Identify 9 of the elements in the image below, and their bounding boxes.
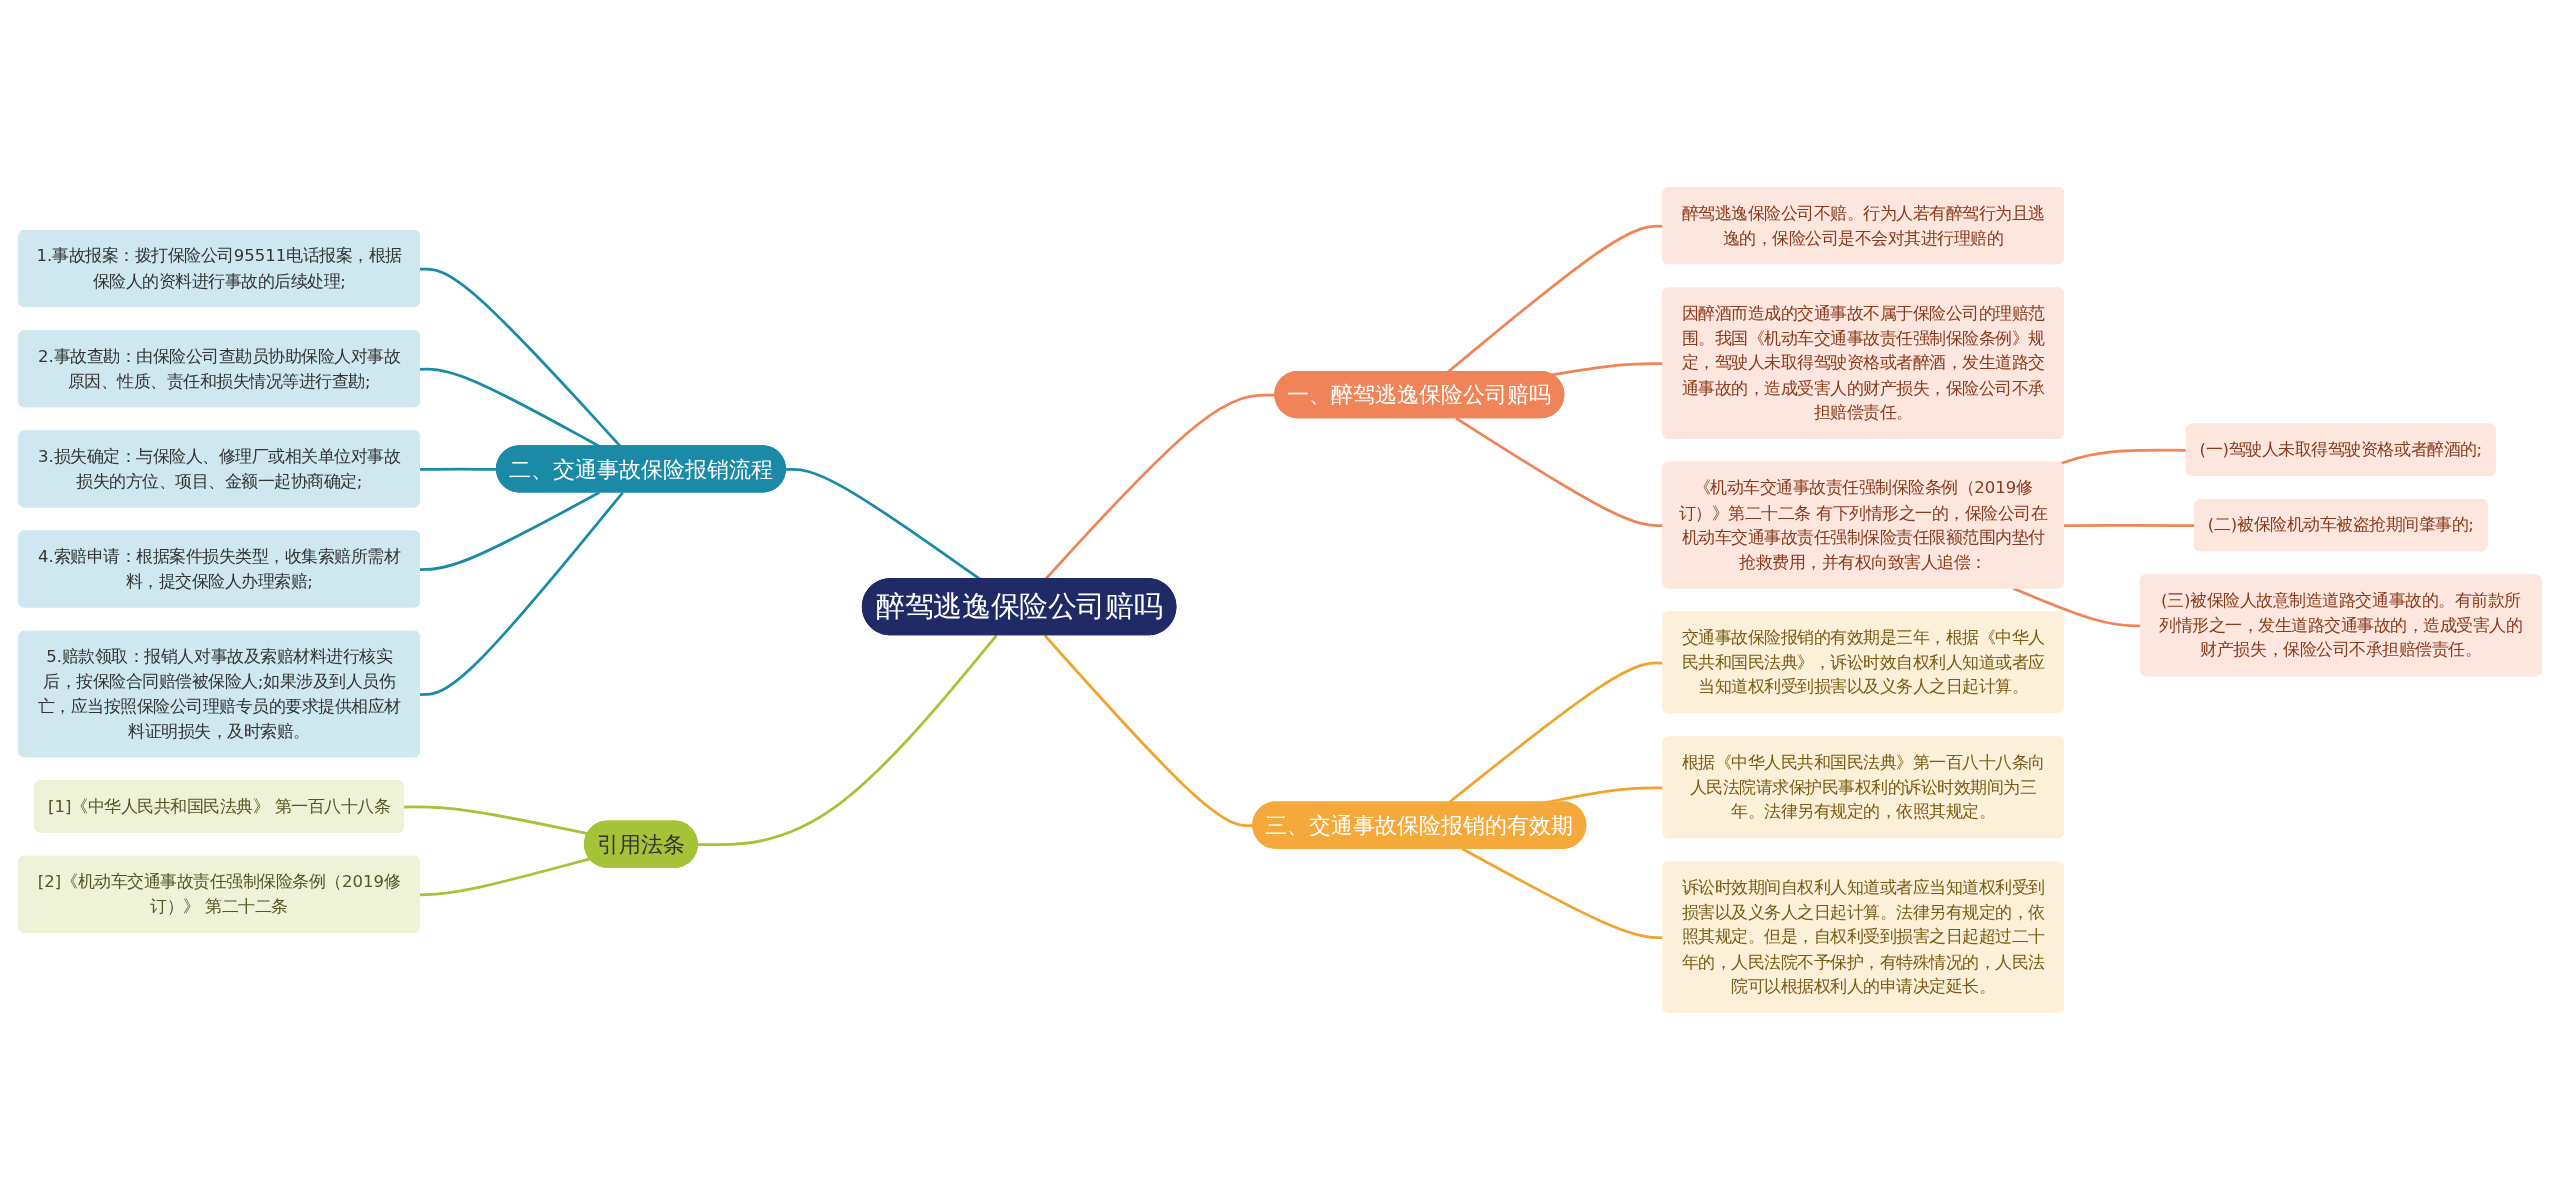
connector — [697, 633, 998, 846]
connector — [785, 467, 981, 580]
connector — [420, 857, 591, 896]
connector — [2060, 448, 2187, 465]
connector — [420, 490, 600, 571]
connector — [1044, 393, 1276, 580]
connector — [420, 267, 622, 447]
connector — [420, 491, 624, 696]
connector — [404, 805, 589, 835]
